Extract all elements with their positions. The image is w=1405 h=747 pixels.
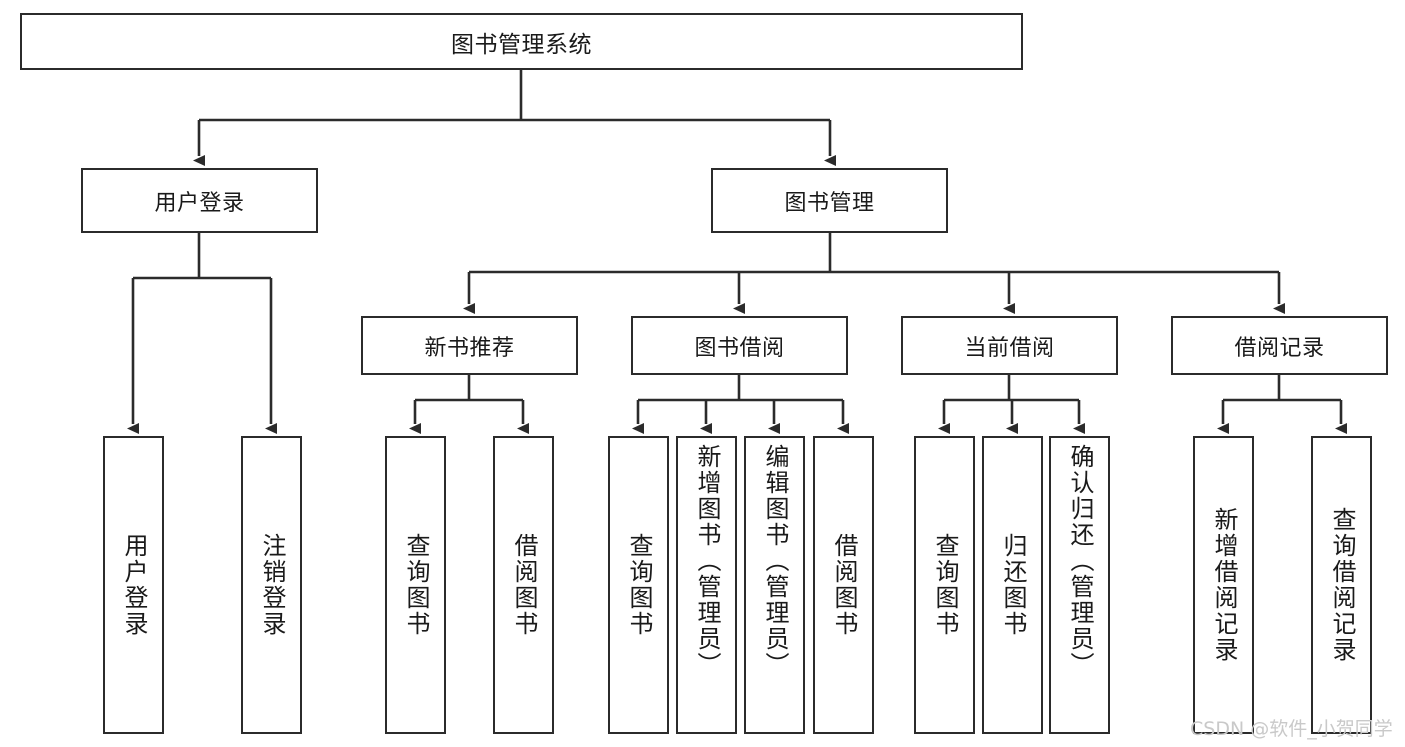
node-current-borrow[interactable]: 当前借阅 bbox=[901, 316, 1118, 375]
csdn-watermark: CSDN @软件_小贺同学 bbox=[1190, 718, 1393, 740]
leaf-edit-book-admin[interactable]: 编辑图书（管理员） bbox=[744, 436, 805, 734]
node-user-login[interactable]: 用户登录 bbox=[81, 168, 318, 233]
node-book-management[interactable]: 图书管理 bbox=[711, 168, 948, 233]
leaf-confirm-return-admin[interactable]: 确认归还（管理员） bbox=[1049, 436, 1110, 734]
leaf-return-book[interactable]: 归还图书 bbox=[982, 436, 1043, 734]
leaf-query-book-recommend[interactable]: 查询图书 bbox=[385, 436, 446, 734]
leaf-borrow-book-recommend[interactable]: 借阅图书 bbox=[493, 436, 554, 734]
leaf-query-book-borrow[interactable]: 查询图书 bbox=[608, 436, 669, 734]
node-new-book-recommend[interactable]: 新书推荐 bbox=[361, 316, 578, 375]
node-book-borrow[interactable]: 图书借阅 bbox=[631, 316, 848, 375]
leaf-user-login[interactable]: 用户登录 bbox=[103, 436, 164, 734]
leaf-logout-login[interactable]: 注销登录 bbox=[241, 436, 302, 734]
leaf-query-borrow-record[interactable]: 查询借阅记录 bbox=[1311, 436, 1372, 734]
node-root-book-management-system[interactable]: 图书管理系统 bbox=[20, 13, 1023, 70]
node-borrow-record[interactable]: 借阅记录 bbox=[1171, 316, 1388, 375]
leaf-add-borrow-record[interactable]: 新增借阅记录 bbox=[1193, 436, 1254, 734]
leaf-query-book-current[interactable]: 查询图书 bbox=[914, 436, 975, 734]
leaf-borrow-book-borrow[interactable]: 借阅图书 bbox=[813, 436, 874, 734]
leaf-add-book-admin[interactable]: 新增图书（管理员） bbox=[676, 436, 737, 734]
